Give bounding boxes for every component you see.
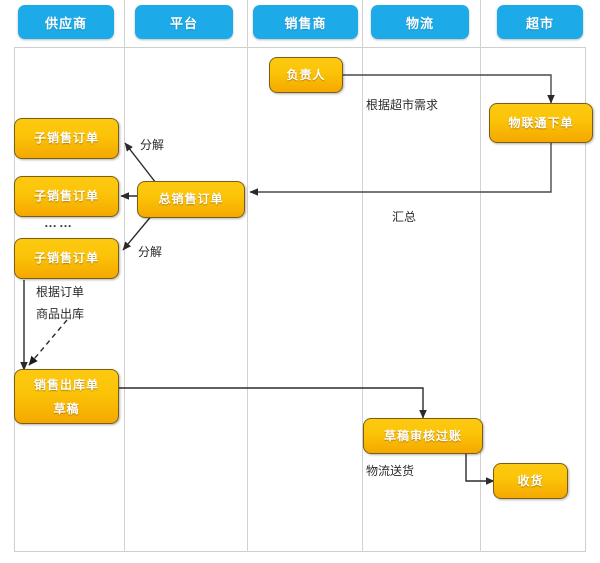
frame-left-edge	[14, 47, 15, 552]
header-separator-line	[14, 47, 586, 48]
node-manager[interactable]: 负责人	[269, 57, 343, 93]
node-draft-audit-posting[interactable]: 草稿审核过账	[363, 418, 483, 454]
label-ellipsis: ……	[44, 215, 74, 230]
lane-header-platform[interactable]: 平台	[135, 5, 233, 39]
frame-right-edge	[585, 47, 586, 552]
node-sub-sales-order-2[interactable]: 子销售订单	[14, 176, 119, 217]
label-logistics-delivery: 物流送货	[366, 464, 415, 478]
connector-sales-out-draft-to-draft-audit	[118, 387, 427, 419]
node-sales-outbound-draft-line2: 草稿	[53, 401, 80, 416]
connector-dashed-goods-outbound	[28, 319, 68, 366]
label-per-order-line1: 根据订单	[36, 285, 85, 299]
lane-divider-logistics-supermarket	[480, 0, 481, 552]
label-per-supermarket-demand: 根据超市需求	[366, 98, 439, 112]
frame-bottom-edge	[14, 551, 586, 552]
label-per-order-line2: 商品出库	[36, 307, 85, 321]
label-decompose-bottom: 分解	[138, 245, 163, 259]
lane-divider-supplier-platform	[124, 0, 125, 552]
node-sales-outbound-draft[interactable]: 销售出库单 草稿	[14, 369, 119, 424]
lane-header-reseller[interactable]: 销售商	[253, 5, 358, 39]
node-sub-sales-order-3[interactable]: 子销售订单	[14, 238, 119, 279]
lane-divider-reseller-logistics	[362, 0, 363, 552]
lane-header-supermarket[interactable]: 超市	[497, 5, 583, 39]
connector-iot-order-to-total-order	[249, 143, 552, 196]
node-sales-outbound-draft-line1: 销售出库单	[33, 377, 99, 392]
label-decompose-top: 分解	[140, 138, 165, 152]
lane-header-supplier[interactable]: 供应商	[18, 5, 114, 39]
label-summarize: 汇总	[392, 210, 417, 224]
node-sub-sales-order-1[interactable]: 子销售订单	[14, 118, 119, 159]
lane-divider-platform-reseller	[247, 0, 248, 552]
node-total-sales-order[interactable]: 总销售订单	[137, 181, 245, 218]
lane-header-logistics[interactable]: 物流	[371, 5, 469, 39]
node-iot-order[interactable]: 物联通下单	[489, 103, 593, 143]
node-receive-goods[interactable]: 收货	[493, 463, 568, 499]
